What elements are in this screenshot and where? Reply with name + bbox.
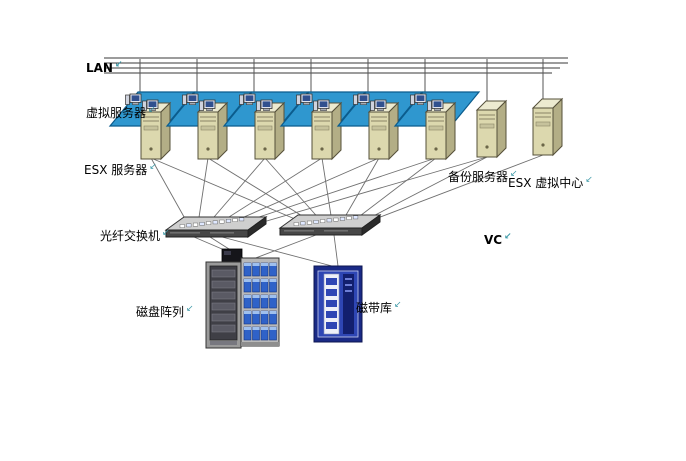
label-virtual-server: 虚拟服务器↙ <box>86 103 156 120</box>
label-disk-array: 磁盘阵列↙ <box>136 302 194 319</box>
lan-drop-lines <box>139 59 544 101</box>
label-backup-server-text: 备份服务器 <box>448 170 509 184</box>
label-tape-library: 磁带库↙ <box>356 298 402 315</box>
esx-virtual-center-tower <box>532 98 563 156</box>
anchor-mark-icon: ↙ <box>148 105 156 115</box>
fiber-switch-left <box>165 216 267 238</box>
label-lan-text: LAN <box>86 61 113 75</box>
server-switch-links <box>150 154 544 228</box>
label-fiber-switch-text: 光纤交换机 <box>100 229 161 243</box>
label-fiber-switch: 光纤交换机↙ <box>100 226 170 243</box>
fiber-switch-right <box>279 214 381 236</box>
label-lan: LAN↙ <box>86 58 123 75</box>
anchor-mark-icon: ↙ <box>394 300 402 310</box>
label-tape-library-text: 磁带库 <box>356 301 393 315</box>
label-esx-server: ESX 服务器↙ <box>84 160 157 177</box>
lan-bus <box>104 57 568 74</box>
label-esx-virtual-center-text: ESX 虚拟中心 <box>508 176 584 190</box>
disk-array-unit <box>205 248 280 349</box>
anchor-mark-icon: ↙ <box>149 162 157 172</box>
anchor-mark-icon: ↙ <box>186 304 194 314</box>
anchor-mark-icon: ↙ <box>162 228 170 238</box>
label-backup-server: 备份服务器↙ <box>448 167 518 184</box>
label-virtual-server-text: 虚拟服务器 <box>86 106 147 120</box>
label-vc-text: VC <box>484 233 503 247</box>
anchor-mark-icon: ↙ <box>510 169 518 179</box>
anchor-mark-icon: ↙ <box>504 232 512 242</box>
anchor-mark-icon: ↙ <box>114 60 123 70</box>
backup-server-tower <box>476 100 507 158</box>
tape-library-unit <box>313 265 363 343</box>
label-esx-virtual-center: ESX 虚拟中心↙ <box>508 173 593 190</box>
label-esx-server-text: ESX 服务器 <box>84 163 148 177</box>
label-vc: VC↙ <box>484 230 512 247</box>
label-disk-array-text: 磁盘阵列 <box>136 305 185 319</box>
anchor-mark-icon: ↙ <box>585 175 593 185</box>
